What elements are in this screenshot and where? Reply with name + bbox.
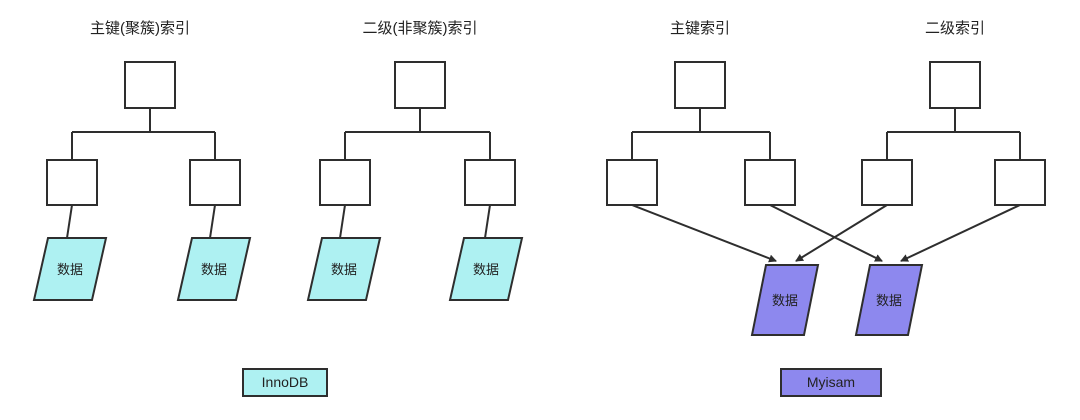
title-myisam-secondary-index: 二级索引 bbox=[925, 20, 985, 37]
pointer-arrow bbox=[795, 204, 888, 262]
data-label: 数据 bbox=[876, 293, 902, 308]
data-parallelogram bbox=[750, 264, 820, 336]
data-label: 数据 bbox=[473, 262, 499, 277]
tree-myisam-primary bbox=[606, 61, 796, 206]
leaf-node bbox=[861, 159, 913, 206]
connector bbox=[66, 204, 73, 239]
pointer-arrow bbox=[900, 204, 1021, 262]
connector bbox=[484, 204, 491, 239]
myisam-pointer-arrows bbox=[631, 204, 1021, 263]
data-label: 数据 bbox=[772, 293, 798, 308]
leaf-node bbox=[319, 159, 371, 206]
legend-myisam-box bbox=[780, 368, 882, 397]
data-parallelogram bbox=[176, 237, 252, 301]
data-label: 数据 bbox=[201, 262, 227, 277]
root-node bbox=[394, 61, 446, 109]
root-node bbox=[929, 61, 981, 109]
title-myisam-primary-index: 主键索引 bbox=[670, 20, 730, 37]
leaf-node bbox=[606, 159, 658, 206]
connector bbox=[209, 204, 216, 239]
leaf-node bbox=[464, 159, 516, 206]
legend-innodb-box bbox=[242, 368, 328, 397]
leaf-node bbox=[189, 159, 241, 206]
myisam-data-rows bbox=[750, 264, 924, 336]
connector bbox=[339, 204, 346, 239]
root-node bbox=[674, 61, 726, 109]
leaf-node bbox=[46, 159, 98, 206]
data-label: 数据 bbox=[57, 262, 83, 277]
pointer-arrow bbox=[769, 204, 883, 262]
data-parallelogram bbox=[854, 264, 924, 336]
data-parallelogram bbox=[32, 237, 108, 301]
tree-innodb-secondary bbox=[306, 61, 524, 301]
leaf-node bbox=[994, 159, 1046, 206]
data-parallelogram bbox=[448, 237, 524, 301]
pointer-arrow bbox=[631, 204, 777, 263]
data-parallelogram bbox=[306, 237, 382, 301]
leaf-node bbox=[744, 159, 796, 206]
root-node bbox=[124, 61, 176, 109]
legend bbox=[242, 368, 882, 397]
title-innodb-clustered-index: 主键(聚簇)索引 bbox=[90, 19, 190, 37]
data-label: 数据 bbox=[331, 262, 357, 277]
legend-myisam-label: Myisam bbox=[807, 374, 855, 390]
tree-innodb-clustered bbox=[32, 61, 252, 301]
tree-myisam-secondary bbox=[861, 61, 1046, 206]
legend-innodb-label: InnoDB bbox=[262, 374, 309, 390]
title-innodb-secondary-index: 二级(非聚簇)索引 bbox=[363, 19, 478, 37]
